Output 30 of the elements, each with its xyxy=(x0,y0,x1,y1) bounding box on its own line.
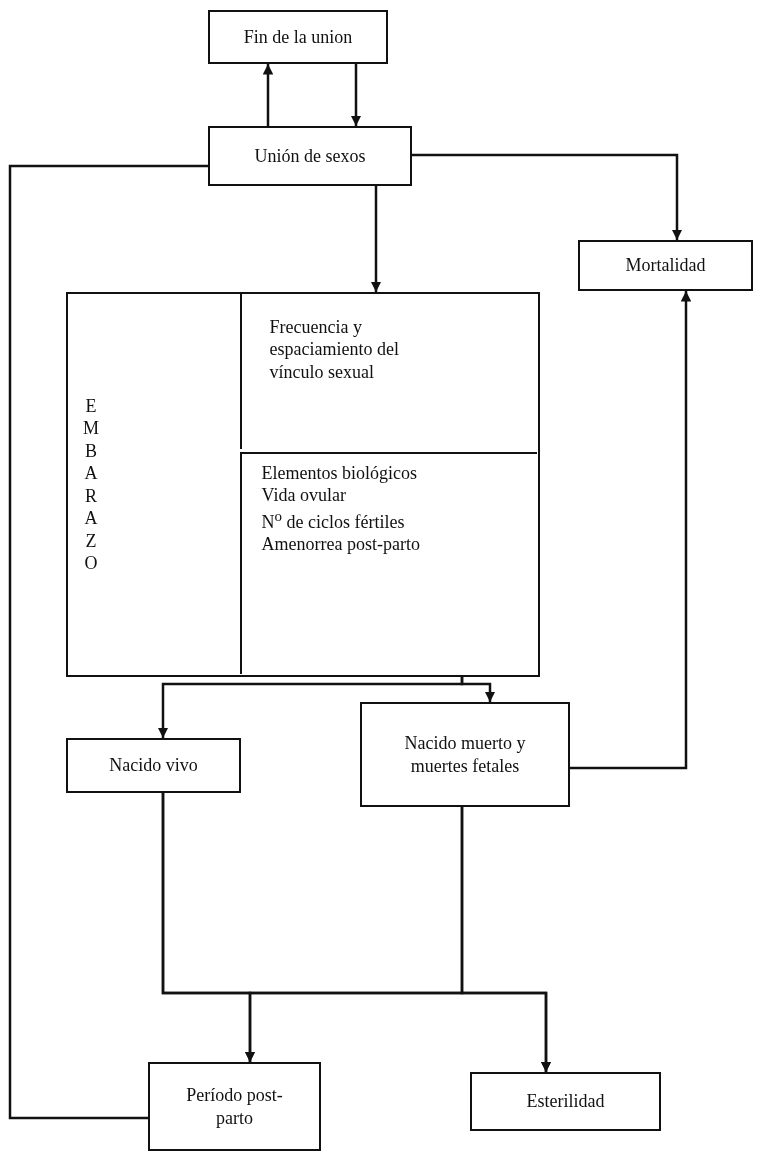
node-label: Período post-parto xyxy=(185,1084,284,1129)
arrow xyxy=(412,153,683,240)
vertical-label: EMBARAZO xyxy=(82,394,100,575)
node-label: Esterilidad xyxy=(526,1090,605,1113)
group-box xyxy=(66,292,540,677)
arrow xyxy=(262,64,274,126)
arrow xyxy=(460,807,552,1072)
arrow xyxy=(570,291,692,770)
text-section xyxy=(239,451,537,674)
connector-line xyxy=(8,164,208,1120)
node-label: Nacido vivo xyxy=(109,754,198,777)
arrow xyxy=(370,186,382,292)
process-box xyxy=(66,738,241,793)
node-label: Vida ovular xyxy=(261,484,346,507)
process-box xyxy=(360,702,570,807)
node-label: Fin de la union xyxy=(243,25,353,49)
process-box xyxy=(148,1062,321,1151)
process-box xyxy=(470,1072,661,1131)
node-label: Mortalidad xyxy=(625,254,706,277)
node-label: Unión de sexos xyxy=(254,144,366,168)
node-label: Elementos biológicos xyxy=(261,461,417,484)
process-box xyxy=(578,240,753,291)
node-label: Frecuencia y espaciamiento del vínculo sexual xyxy=(269,315,400,383)
arrow xyxy=(460,677,496,702)
process-box xyxy=(208,126,412,186)
process-box xyxy=(208,10,388,64)
node-label: N$^{o}$ de ciclos fértiles xyxy=(261,506,405,533)
node-label: Amenorrea post-parto xyxy=(261,533,420,556)
arrow xyxy=(350,64,362,126)
node-label: Nacido muerto y muertes fetales xyxy=(403,732,527,777)
